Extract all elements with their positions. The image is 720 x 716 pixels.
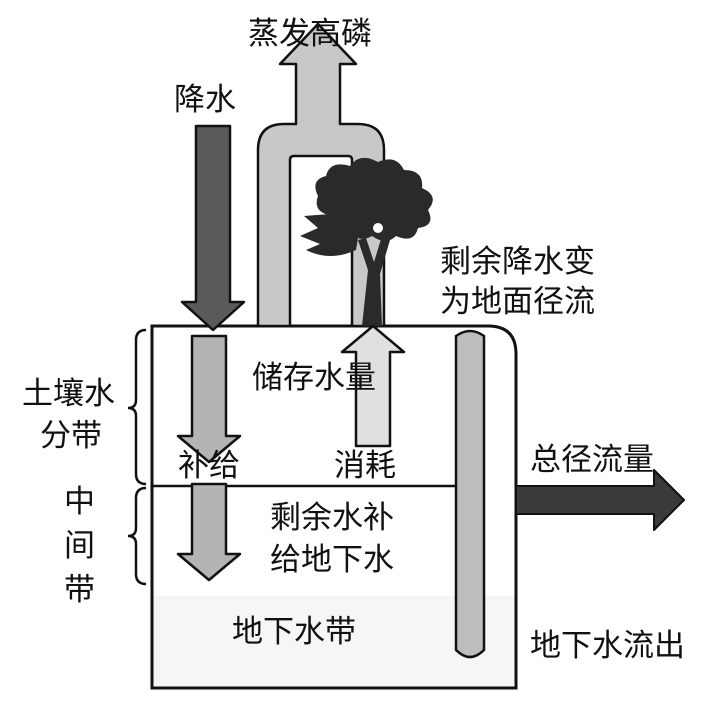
groundwater-recharge-arrow [176,482,242,582]
groundwater-recharge-label-line1: 剩余水补 [270,500,394,536]
consumption-label: 消耗 [334,448,396,484]
middle-zone-brace [127,486,147,586]
soil-zone-brace [127,328,147,486]
middle-zone-label-line2: 间 [64,528,95,564]
soil-zone-label-line2: 分带 [40,418,102,454]
middle-zone-label-line1: 中 [64,484,95,520]
total-runoff-arrow [515,469,685,531]
evaporation-label: 蒸发高磷 [248,16,372,52]
groundwater-recharge-label-line2: 给地下水 [270,542,394,578]
groundwater-outflow-label: 地下水流出 [530,628,685,664]
middle-zone-label-line3: 带 [64,572,95,608]
recharge-label: 补给 [178,448,240,484]
surface-runoff-bar [454,329,486,659]
precipitation-arrow [180,124,246,332]
consumption-arrow [340,324,406,448]
surface-runoff-label-line2: 为地面径流 [440,284,595,320]
precipitation-label: 降水 [174,82,236,118]
soil-zone-label-line1: 土壤水 [22,376,115,412]
total-runoff-label: 总径流量 [530,442,654,478]
surface-runoff-label-line1: 剩余降水变 [440,244,595,280]
tree-icon [300,157,433,326]
groundwater-zone-label: 地下水带 [232,614,356,650]
ground-block-outline [150,324,518,690]
storage-label: 储存水量 [252,360,376,396]
recharge-arrow [176,334,242,464]
